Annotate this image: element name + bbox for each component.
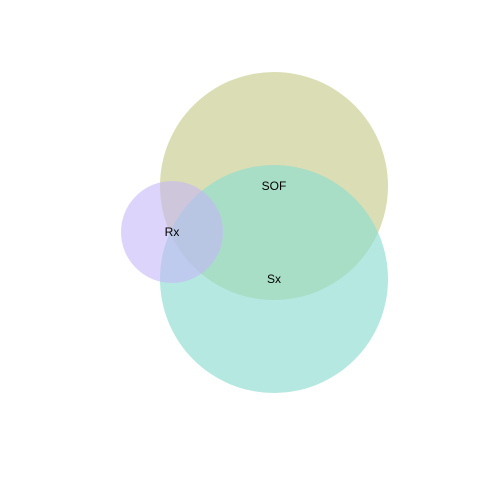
- circle-rx: [121, 181, 223, 283]
- label-sx: Sx: [267, 272, 281, 286]
- label-sof: SOF: [262, 179, 287, 193]
- label-rx: Rx: [165, 225, 180, 239]
